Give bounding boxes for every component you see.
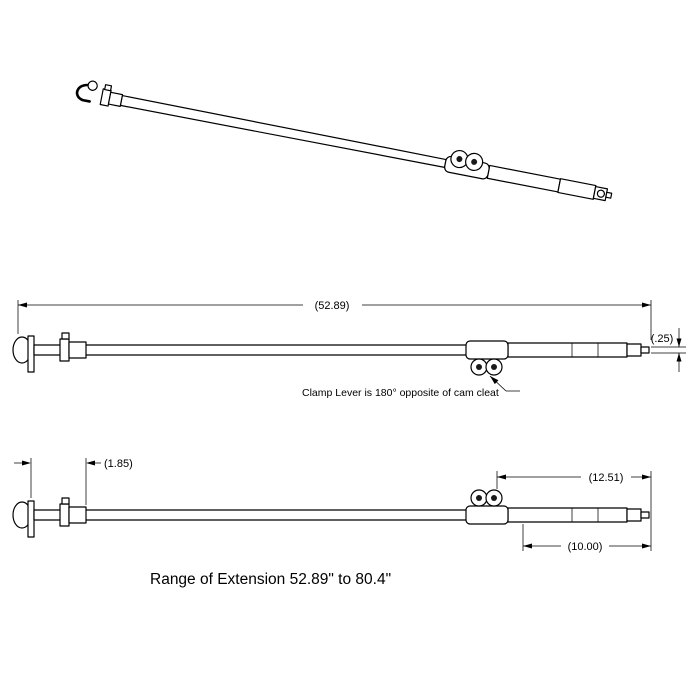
arrowhead [523,543,532,549]
arrowhead [22,460,31,466]
main-tube [33,344,469,356]
isometric-view [75,80,613,202]
clamp-lever-knob-center [456,156,463,163]
collar-tab [104,84,113,92]
dimension-overall-length: (52.89) [17,300,652,340]
dimension-extension: (10.00) [522,524,651,553]
outer-tube [557,178,597,200]
end-notch [605,191,613,199]
arrowhead [490,376,499,385]
end-fitting [626,508,642,522]
end-fitting [626,343,642,357]
caption-range-of-extension: Range of Extension 52.89" to 80.4" [150,571,391,588]
end-pin-hole [596,189,606,198]
clamp-body [465,340,509,360]
clamp-lever-knob-center [491,364,497,370]
collar-flange [59,503,70,527]
collar-tab [61,332,70,340]
clamp-lever-knob-center [471,158,478,165]
dim-extension-label: (10.00) [568,541,603,553]
dimension-pin: (.25) [651,328,686,372]
clamp-lever-knob-center [476,364,482,370]
arrowhead [676,353,682,362]
clamp-note: Clamp Lever is 180° opposite of cam clea… [302,375,520,399]
arrowhead [676,338,682,347]
collar-body [68,506,87,524]
hook-end [75,83,92,103]
side-view-extended: (52.89) (.25) Clamp Lever is 180° opposi… [12,300,686,399]
mid-tube [486,164,562,193]
arrowhead [642,302,651,308]
main-tube [33,509,469,521]
end-pin [640,346,650,354]
hook-stem [27,500,35,538]
main-tube [119,94,447,168]
dimension-grip: (1.85) [14,458,133,505]
arrowhead [18,302,27,308]
clamp-body [465,505,509,525]
collar-body [68,341,87,359]
arrowhead [86,460,95,466]
outer-tube [507,507,628,523]
dimension-inner-tube: (12.51) [496,471,652,551]
hook-stem [27,335,35,373]
side-view-collapsed: (1.85) (12.51) (10.00) [12,458,652,553]
dim-overall-length-label: (52.89) [315,300,350,312]
outer-tube [507,342,628,358]
arrowhead [642,474,651,480]
clamp-lever-knob-center [491,495,497,501]
collar-flange [59,338,70,362]
collar-tab [61,497,70,505]
clamp-note-label: Clamp Lever is 180° opposite of cam clea… [302,387,499,399]
arrowhead [497,474,506,480]
dim-inner-tube-label: (12.51) [589,472,624,484]
dim-grip-label: (1.85) [104,458,133,470]
clamp-lever-knob-center [476,495,482,501]
hook-knob [87,80,98,91]
arrowhead [642,543,651,549]
end-pin [640,511,650,519]
dim-pin-label: (.25) [651,333,674,345]
collar-body [107,91,124,107]
